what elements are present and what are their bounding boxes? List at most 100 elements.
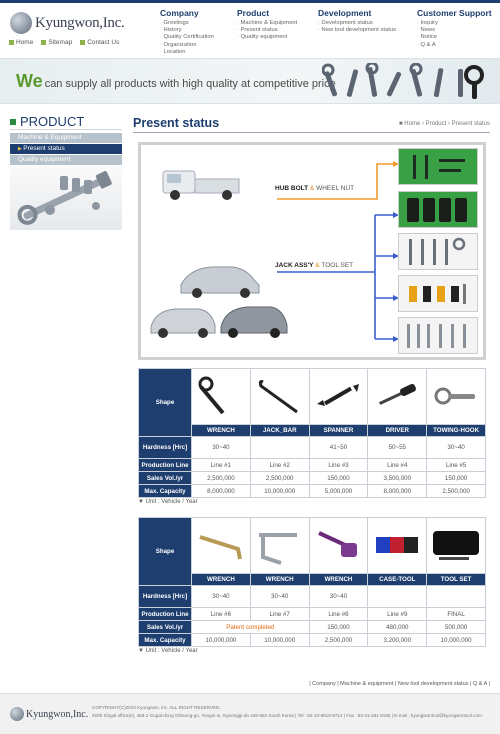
table-cell: 3,200,000	[367, 633, 428, 647]
wrench-shape-icon	[198, 376, 225, 414]
truck-image	[162, 170, 240, 200]
gnb-item[interactable]: Quality Certification	[160, 34, 214, 41]
logo-text: Kyungwon,Inc.	[35, 14, 125, 31]
home-small-icon: ■	[399, 121, 405, 127]
gnb-development: Development Development status New tool …	[318, 8, 396, 34]
table-cell: 150,000	[308, 471, 369, 485]
gnb-item[interactable]: Present status	[237, 27, 297, 34]
table-row: Production Line Line #1 Line #2 Line #3 …	[138, 458, 486, 472]
bullet-square-icon	[10, 118, 16, 125]
gnb-item[interactable]: Notice	[417, 34, 492, 41]
gnb-product-title[interactable]: Product	[237, 8, 270, 18]
gnb-item[interactable]: New tool development status	[318, 27, 396, 34]
side-tools-image	[10, 166, 122, 230]
tools-photo	[17, 171, 112, 225]
gnb-item[interactable]: Development status	[318, 20, 396, 27]
logo-mark-icon	[10, 707, 24, 721]
blue-arrow-icon	[277, 214, 393, 340]
table-cell: 10,000,000	[191, 633, 251, 647]
shape-cell	[367, 517, 428, 574]
tool-case-thumbnail	[398, 191, 478, 228]
gnb-item[interactable]: History	[160, 27, 214, 34]
wrench-set-icon	[322, 63, 484, 99]
patent-note: Patent completed	[191, 620, 310, 634]
side-menu-item-machine-equipment[interactable]: Machine & Equipment	[10, 133, 122, 143]
column-name: JACK_BAR	[249, 424, 310, 437]
driver-set-thumbnail	[398, 275, 478, 312]
gnb-customer-support: Customer Support Inquiry News Notice Q &…	[417, 8, 492, 49]
case-tool-shape-icon	[376, 536, 419, 553]
table-row: Shape	[138, 517, 486, 586]
table-cell: 30~40	[308, 585, 369, 608]
gnb-company-title[interactable]: Company	[160, 8, 199, 18]
table-row: Production Line Line #6 Line #7 Line #8 …	[138, 607, 486, 621]
table-row: Shape	[138, 368, 486, 437]
table-cell: 30~40	[249, 585, 310, 608]
table-cell: 500,000	[426, 620, 486, 634]
table-cell: 30~40	[426, 436, 486, 459]
gnb-item[interactable]: News	[417, 27, 492, 34]
orange-arrow-icon	[277, 163, 393, 200]
site-logo[interactable]: Kyungwon,Inc.	[10, 12, 125, 34]
gnb-item[interactable]: Greetings	[160, 20, 214, 27]
top-bar	[0, 0, 500, 3]
table-cell	[367, 585, 428, 608]
table-cell: 8,000,000	[367, 484, 428, 498]
shape-cell	[308, 517, 369, 574]
table-cell: Line #5	[426, 458, 486, 472]
table-cell: 50~55	[367, 436, 428, 459]
gnb-item[interactable]: Q & A	[417, 42, 492, 49]
row-header-production-line: Production Line	[138, 458, 192, 472]
shape-cell	[249, 368, 310, 425]
contact-link[interactable]: Contact Us	[80, 39, 119, 46]
table-cell: Line #2	[249, 458, 310, 472]
table-cell: 150,000	[308, 620, 369, 634]
table-cell: 2,500,000	[426, 484, 486, 498]
column-name: WRENCH	[308, 573, 369, 586]
driver-shape-icon	[379, 383, 417, 405]
shape-cell	[426, 517, 486, 574]
cross-wrench-shape-icon	[258, 532, 297, 565]
gnb-development-title[interactable]: Development	[318, 8, 372, 18]
row-header-hardness: Hardness [Hrc]	[138, 585, 192, 608]
column-name: TOOL SET	[426, 573, 486, 586]
gnb-item[interactable]: Quality equipment	[237, 34, 297, 41]
diagram-label-hub-bolt: HUB BOLT & WHEEL NUT	[275, 185, 355, 192]
row-header-sales: Sales Vol./yr	[138, 620, 192, 634]
gnb-item[interactable]: Inquiry	[417, 20, 492, 27]
suv-image	[220, 306, 288, 338]
table-cell: Line #7	[249, 607, 310, 621]
side-menu-item-quality-equipment[interactable]: Quality equipment	[10, 155, 122, 165]
shape-cell	[308, 368, 369, 425]
table-row: Hardness [Hrc] 30~40 30~40 30~40	[138, 585, 486, 608]
table-cell: 10,000,000	[249, 633, 310, 647]
suv-image	[150, 308, 216, 338]
shape-cell	[367, 368, 428, 425]
home-link[interactable]: Home	[9, 39, 33, 46]
gnb-item[interactable]: Machine & Equipment	[237, 20, 298, 27]
gnb-customer-support-title[interactable]: Customer Support	[417, 8, 492, 18]
side-menu-item-present-status[interactable]: Present status	[10, 144, 122, 154]
footer-links[interactable]: | Company | Machine & equipment | New to…	[309, 681, 490, 687]
table-cell: 30~40	[191, 585, 251, 608]
title-divider	[133, 132, 490, 133]
footer-logo: Kyungwon,Inc.	[10, 707, 88, 721]
table-row: Max. Capacity 8,000,000 10,000,000 5,000…	[138, 484, 486, 498]
table-cell: Line #8	[308, 607, 369, 621]
table-cell: 10,000,000	[426, 633, 486, 647]
sitemap-link[interactable]: Sitemap	[41, 39, 72, 46]
side-menu: Machine & Equipment Present status Quali…	[10, 133, 122, 166]
wrench-set-thumbnail	[398, 233, 478, 270]
footer-copyright: COPYRIGHT(C)2010 Kyungwon. inc. ALL RIGH…	[92, 705, 482, 718]
gnb-company: Company Greetings History Quality Certif…	[160, 8, 214, 56]
table-cell: 30~40	[191, 436, 251, 459]
shape-cell	[191, 517, 251, 574]
divider	[10, 129, 122, 130]
column-name: WRENCH	[191, 424, 251, 437]
gnb-item[interactable]: Organization	[160, 42, 214, 49]
table-cell: 5,000,000	[308, 484, 369, 498]
gnb-item[interactable]: Location	[160, 49, 214, 56]
table-cell: Line #9	[367, 607, 428, 621]
table-cell: 150,000	[426, 471, 486, 485]
